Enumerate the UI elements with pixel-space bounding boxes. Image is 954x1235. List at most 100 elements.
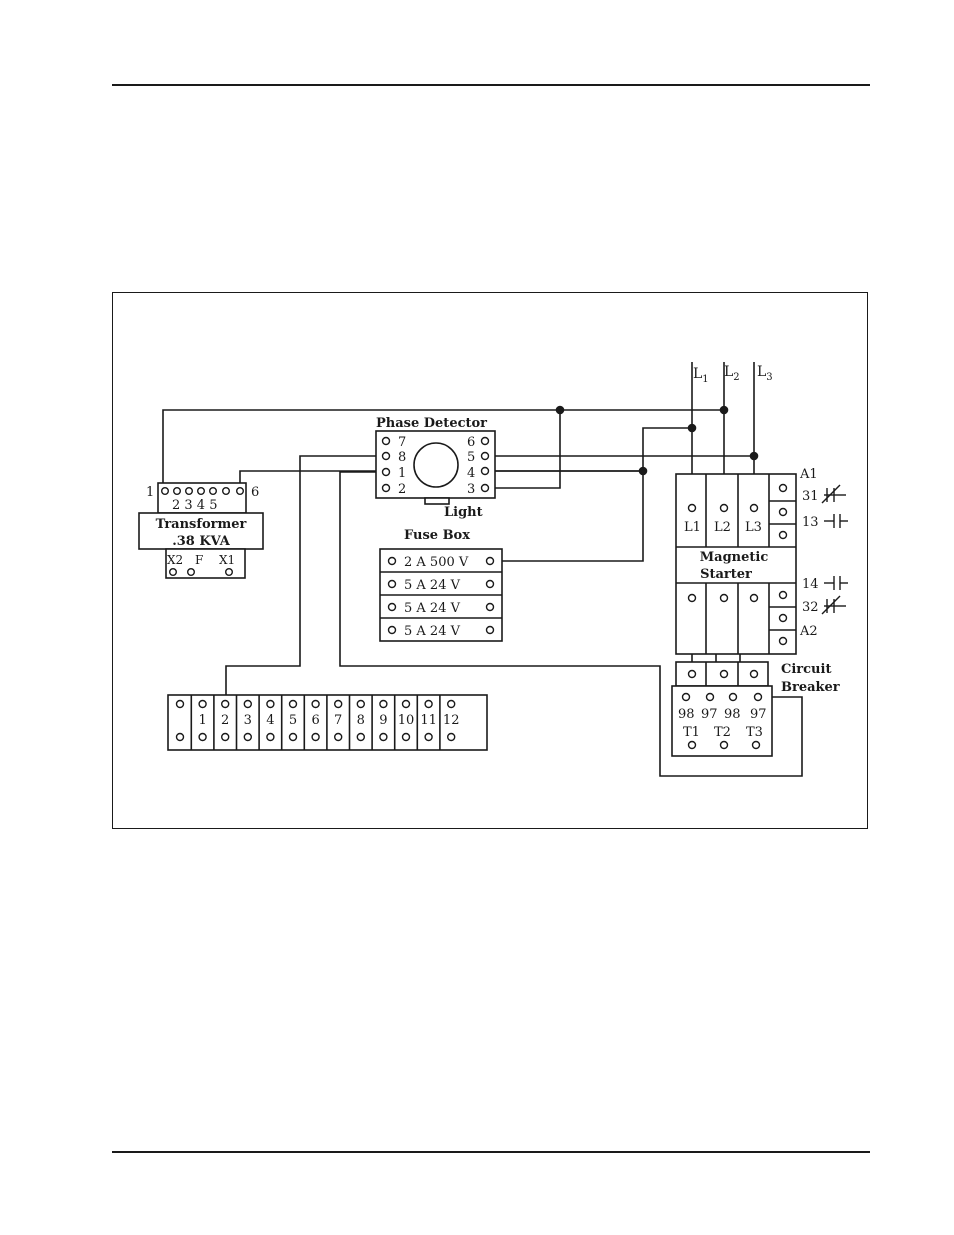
starter-31: 31 bbox=[802, 489, 819, 504]
breaker-t1: T1 bbox=[683, 725, 700, 740]
starter-l3: L3 bbox=[745, 520, 762, 535]
wire-transformer-pin6 bbox=[239, 470, 643, 487]
terminal-screw bbox=[379, 699, 388, 709]
transformer-middle-pins: 2 3 4 5 bbox=[172, 498, 217, 513]
starter-32: 32 bbox=[802, 600, 819, 615]
fuse-1: 2 A 500 V bbox=[404, 555, 469, 570]
light-tab bbox=[424, 497, 450, 505]
transformer-pin-1: 1 bbox=[146, 485, 154, 500]
pd-pin-7: 7 bbox=[398, 435, 406, 450]
starter-title-1: Magnetic bbox=[700, 550, 769, 565]
terminal-screw bbox=[334, 699, 343, 709]
starter-13: 13 bbox=[802, 515, 819, 530]
pd-pin-1: 1 bbox=[398, 466, 406, 481]
terminal-number: 7 bbox=[334, 713, 342, 728]
bottom-rule bbox=[112, 1151, 870, 1153]
transformer-pin-6: 6 bbox=[251, 485, 259, 500]
terminal-number: 8 bbox=[357, 713, 365, 728]
terminal-screw bbox=[220, 699, 230, 709]
terminal-screw bbox=[424, 699, 433, 709]
breaker-contact-98b: 98 bbox=[724, 707, 741, 722]
fuse-2: 5 A 24 V bbox=[404, 578, 461, 593]
pd-pin-8: 8 bbox=[398, 450, 406, 465]
terminal-screw bbox=[424, 732, 433, 742]
starter-title-2: Starter bbox=[700, 567, 752, 582]
terminal-number: 3 bbox=[244, 713, 252, 728]
breaker-contact-98a: 98 bbox=[678, 707, 695, 722]
transformer-x2: X2 bbox=[167, 553, 183, 567]
diagram-frame bbox=[112, 292, 868, 829]
magnetic-starter: L1 L2 L3 Magnetic Starter A1 31 13 14 32… bbox=[675, 467, 848, 655]
terminal-number: 11 bbox=[420, 713, 437, 728]
wire-transformer-top bbox=[162, 409, 724, 487]
line-label-l3: L3 bbox=[757, 364, 773, 383]
transformer-rating: .38 KVA bbox=[172, 534, 231, 549]
starter-a1: A1 bbox=[799, 467, 818, 482]
terminal-screw bbox=[356, 732, 365, 742]
terminal-number: 12 bbox=[443, 713, 460, 728]
terminal-number: 10 bbox=[398, 713, 415, 728]
transformer-title: Transformer bbox=[156, 517, 247, 532]
wire-pd-pin1 bbox=[339, 471, 803, 777]
nc-contact-symbol bbox=[821, 484, 846, 504]
terminal-screw bbox=[447, 732, 456, 742]
breaker-t3: T3 bbox=[746, 725, 763, 740]
top-rule bbox=[112, 84, 870, 86]
no-contact-symbol bbox=[824, 514, 848, 528]
terminal-screw bbox=[379, 732, 388, 742]
terminal-screw bbox=[243, 699, 253, 709]
breaker-title-1: Circuit bbox=[781, 662, 831, 677]
terminal-screw bbox=[447, 699, 456, 709]
line-labels: L1 L2 L3 bbox=[693, 364, 773, 385]
terminal-screw bbox=[198, 699, 207, 709]
wire-fuse-l1 bbox=[493, 427, 692, 562]
terminal-number: 6 bbox=[311, 713, 319, 728]
terminal-screw bbox=[311, 732, 320, 742]
phase-indicator-lamp bbox=[413, 442, 459, 488]
starter-14: 14 bbox=[802, 577, 819, 592]
breaker-title-2: Breaker bbox=[781, 680, 840, 695]
pd-pin-3: 3 bbox=[467, 482, 475, 497]
pd-pin-4: 4 bbox=[467, 466, 475, 481]
terminal-screw bbox=[334, 732, 343, 742]
terminal-screw bbox=[266, 699, 275, 709]
wire-pd-pin8 bbox=[225, 455, 380, 702]
pd-pin-2: 2 bbox=[398, 482, 406, 497]
terminal-screw bbox=[401, 732, 411, 742]
terminal-screw bbox=[198, 732, 207, 742]
breaker-contact-97b: 97 bbox=[750, 707, 767, 722]
wires bbox=[162, 362, 803, 777]
phase-detector: Phase Detector 7 8 1 2 6 5 4 3 Light bbox=[375, 416, 496, 520]
light-label: Light bbox=[444, 505, 483, 520]
circuit-breaker: Circuit Breaker 98 97 98 97 T1 T2 T3 bbox=[671, 661, 840, 757]
terminal-screw bbox=[288, 699, 298, 709]
terminal-screw bbox=[243, 732, 253, 742]
pd-pin-5: 5 bbox=[467, 450, 475, 465]
nc-contact-symbol bbox=[821, 595, 846, 615]
starter-l1: L1 bbox=[684, 520, 701, 535]
terminal-number: 1 bbox=[198, 713, 206, 728]
wire-pd-pin3 bbox=[495, 410, 561, 489]
terminal-screw bbox=[288, 732, 298, 742]
breaker-contact-97a: 97 bbox=[701, 707, 718, 722]
transformer: 1 6 2 3 4 5 Transformer .38 KVA X2 F X1 bbox=[138, 482, 264, 579]
terminal-screw bbox=[311, 699, 320, 709]
starter-a2: A2 bbox=[799, 624, 818, 639]
terminal-number: 4 bbox=[266, 713, 274, 728]
line-label-l2: L2 bbox=[724, 364, 740, 383]
no-contact-symbol bbox=[824, 576, 848, 590]
terminal-screw bbox=[175, 699, 185, 709]
terminal-number: 2 bbox=[221, 713, 229, 728]
terminal-screw bbox=[266, 732, 275, 742]
fuse-box-title: Fuse Box bbox=[404, 528, 470, 543]
transformer-f: F bbox=[195, 553, 203, 567]
terminal-number: 9 bbox=[379, 713, 387, 728]
terminal-number: 5 bbox=[289, 713, 297, 728]
fuse-4: 5 A 24 V bbox=[404, 624, 461, 639]
starter-l2: L2 bbox=[714, 520, 731, 535]
fuse-3: 5 A 24 V bbox=[404, 601, 461, 616]
phase-detector-title: Phase Detector bbox=[376, 416, 487, 431]
pd-pin-6: 6 bbox=[467, 435, 475, 450]
terminal-screw bbox=[175, 732, 185, 742]
